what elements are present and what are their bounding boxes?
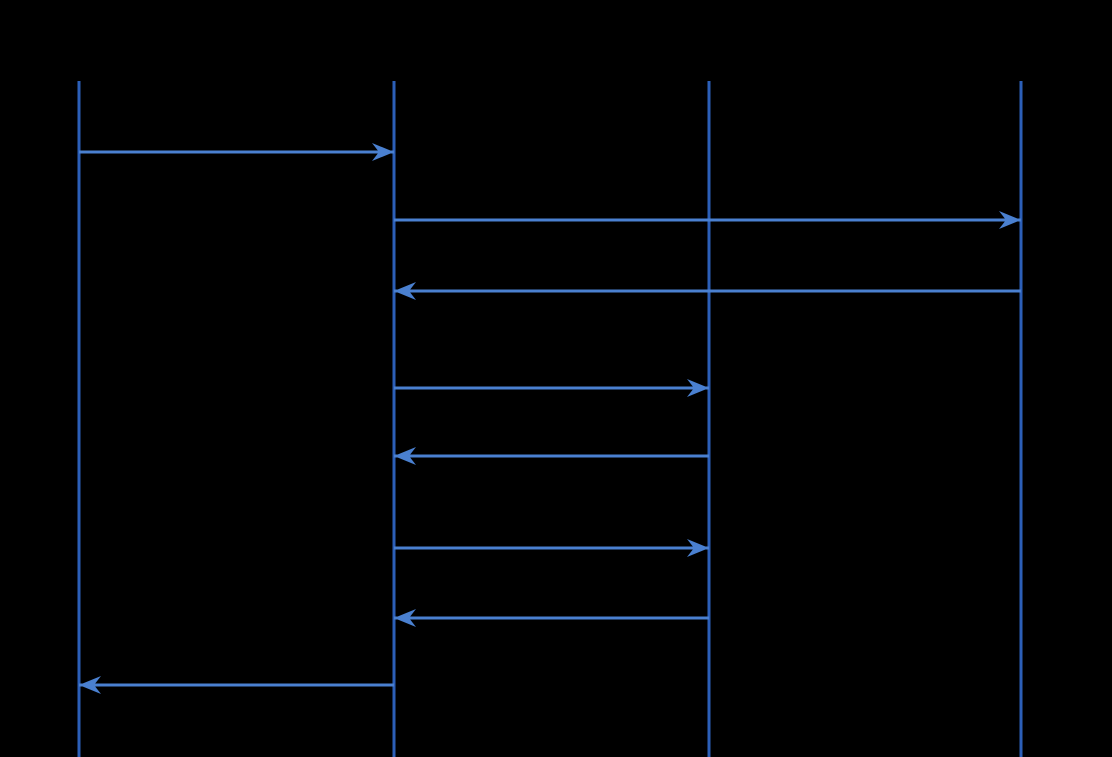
arrow-head-3 bbox=[394, 282, 416, 300]
message-7[interactable] bbox=[394, 609, 709, 627]
message-6[interactable] bbox=[394, 539, 709, 557]
message-2[interactable] bbox=[394, 211, 1021, 229]
messages-layer bbox=[79, 143, 1021, 694]
message-4[interactable] bbox=[394, 379, 709, 397]
arrow-head-6 bbox=[687, 539, 709, 557]
arrow-head-2 bbox=[999, 211, 1021, 229]
participants-layer bbox=[77, 81, 1023, 757]
message-3[interactable] bbox=[394, 282, 1021, 300]
message-1[interactable] bbox=[79, 143, 394, 161]
arrow-head-1 bbox=[372, 143, 394, 161]
arrow-head-5 bbox=[394, 447, 416, 465]
arrow-head-8 bbox=[79, 676, 101, 694]
message-5[interactable] bbox=[394, 447, 709, 465]
message-8[interactable] bbox=[79, 676, 394, 694]
arrow-head-7 bbox=[394, 609, 416, 627]
arrow-head-4 bbox=[687, 379, 709, 397]
